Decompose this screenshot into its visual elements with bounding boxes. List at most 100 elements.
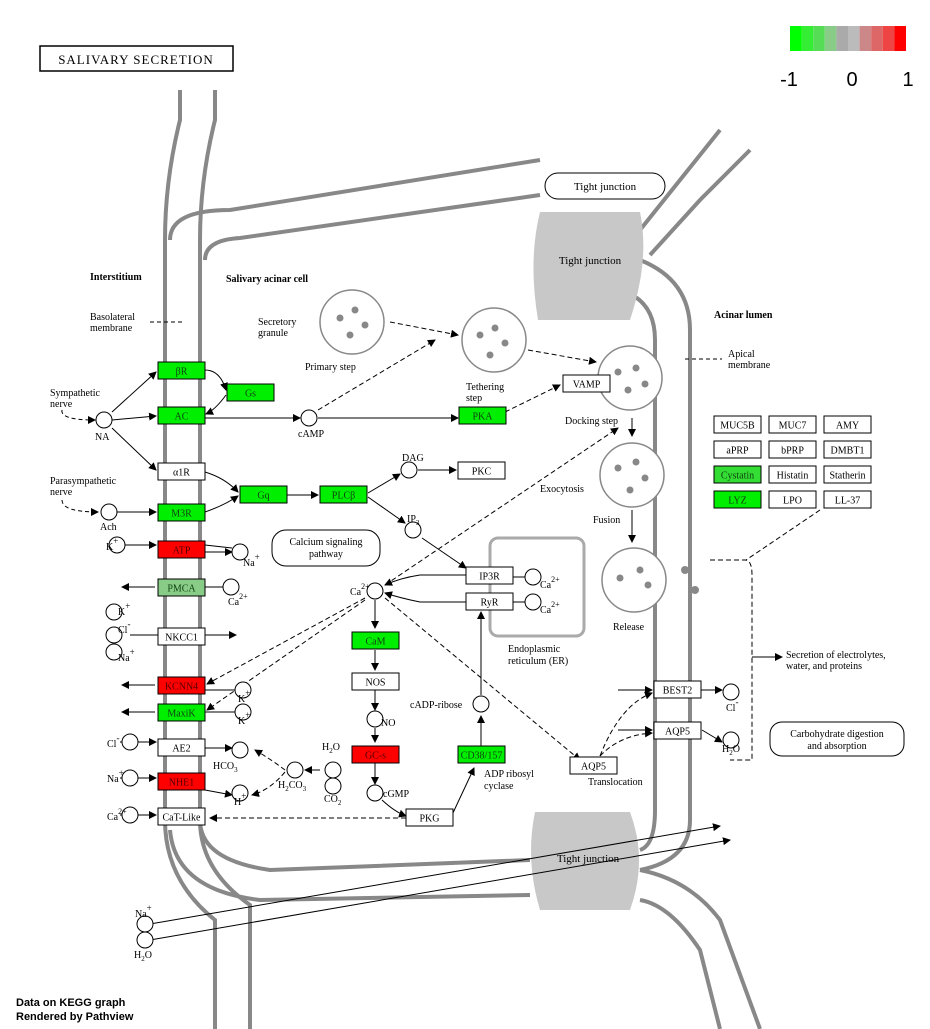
compound-cadp-ribose xyxy=(472,695,490,713)
gene-box-histatin[interactable] xyxy=(768,465,817,484)
gene-ae2[interactable]: AE2 xyxy=(157,738,206,757)
gene-pkg[interactable]: PKG xyxy=(405,808,454,827)
gene-statherin[interactable]: Statherin xyxy=(823,465,872,484)
region-interstitium: Interstitium xyxy=(90,272,142,283)
gene-lyz[interactable]: LYZ xyxy=(713,490,762,509)
er-compartment xyxy=(488,536,586,638)
gene-catlike[interactable]: CaT-Like xyxy=(157,807,206,826)
svg-text:cGMP: cGMP xyxy=(383,789,410,800)
gene-gq[interactable]: Gq xyxy=(239,485,288,504)
gene-label-cam: CaM xyxy=(366,637,386,648)
gene-box-bprp[interactable] xyxy=(768,440,817,459)
carbohydrate-digestion-pathway-box[interactable]: Carbohydrate digestion and absorption xyxy=(769,721,905,757)
gene-box-maxik[interactable] xyxy=(157,703,206,722)
gene-dmbt1[interactable]: DMBT1 xyxy=(823,440,872,459)
tight-junction-pathway-box[interactable]: Tight junction xyxy=(544,172,666,200)
gene-best2[interactable]: BEST2 xyxy=(653,680,702,699)
gene-box-ae2[interactable] xyxy=(157,738,206,757)
gene-box-aqp5a[interactable] xyxy=(653,721,702,740)
gene-label-nos: NOS xyxy=(365,678,385,689)
calcium-pathway-label-2: pathway xyxy=(309,549,343,560)
gene-maxik[interactable]: MaxiK xyxy=(157,703,206,722)
gene-nhe1[interactable]: NHE1 xyxy=(157,772,206,791)
gene-pka[interactable]: PKA xyxy=(458,406,507,425)
gene-label-lyz: LYZ xyxy=(728,496,746,507)
gene-aprp[interactable]: aPRP xyxy=(713,440,762,459)
gene-pkc[interactable]: PKC xyxy=(457,461,506,480)
gene-box-cd38[interactable] xyxy=(457,745,506,764)
gene-box-m3r[interactable] xyxy=(157,503,206,522)
gene-box-vamp[interactable] xyxy=(562,374,611,393)
svg-text:Na+: Na+ xyxy=(107,768,124,785)
gene-box-pkc[interactable] xyxy=(457,461,506,480)
gene-cystatin[interactable]: Cystatin xyxy=(713,465,762,484)
gene-box-nhe1[interactable] xyxy=(157,772,206,791)
gene-box-ll37[interactable] xyxy=(823,490,872,509)
calcium-signaling-pathway-box[interactable]: Calcium signaling pathway xyxy=(271,529,381,567)
gene-box-amy[interactable] xyxy=(823,415,872,434)
gene-box-dmbt1[interactable] xyxy=(823,440,872,459)
legend-swatch xyxy=(882,26,895,51)
gene-ll37[interactable]: LL-37 xyxy=(823,490,872,509)
gene-box-ip3r[interactable] xyxy=(465,566,514,585)
gene-bprp[interactable]: bPRP xyxy=(768,440,817,459)
gene-box-pmca[interactable] xyxy=(157,578,206,597)
gene-lpo[interactable]: LPO xyxy=(768,490,817,509)
gene-box-nos[interactable] xyxy=(351,672,400,691)
er-label: Endoplasmic xyxy=(508,644,561,655)
gene-box-plcb[interactable] xyxy=(319,485,368,504)
gene-pmca[interactable]: PMCA xyxy=(157,578,206,597)
gene-label-aqp5b: AQP5 xyxy=(581,762,606,773)
gene-box-cam[interactable] xyxy=(351,631,400,650)
gene-a1r[interactable]: α1R xyxy=(157,462,206,481)
gene-ac[interactable]: AC xyxy=(157,406,206,425)
gene-box-gq[interactable] xyxy=(239,485,288,504)
gene-box-muc5b[interactable] xyxy=(713,415,762,434)
gene-histatin[interactable]: Histatin xyxy=(768,465,817,484)
gene-box-lpo[interactable] xyxy=(768,490,817,509)
gene-box-ac[interactable] xyxy=(157,406,206,425)
gene-aqp5b[interactable]: AQP5 xyxy=(569,756,618,775)
gene-vamp[interactable]: VAMP xyxy=(562,374,611,393)
gene-br[interactable]: βR xyxy=(157,361,206,380)
gene-label-muc7: MUC7 xyxy=(779,421,807,432)
gene-amy[interactable]: AMY xyxy=(823,415,872,434)
gene-box-pkg[interactable] xyxy=(405,808,454,827)
gene-label-lpo: LPO xyxy=(783,496,802,507)
gene-box-best2[interactable] xyxy=(653,680,702,699)
gene-gs[interactable]: Gs xyxy=(226,383,275,402)
gene-m3r[interactable]: M3R xyxy=(157,503,206,522)
gene-box-ryr[interactable] xyxy=(465,592,514,611)
gene-nos[interactable]: NOS xyxy=(351,672,400,691)
gene-box-br[interactable] xyxy=(157,361,206,380)
gene-nkcc1[interactable]: NKCC1 xyxy=(157,627,206,646)
gene-aqp5a[interactable]: AQP5 xyxy=(653,721,702,740)
gene-box-pka[interactable] xyxy=(458,406,507,425)
gene-box-gcs[interactable] xyxy=(351,745,400,764)
gene-box-catlike[interactable] xyxy=(157,807,206,826)
gene-muc7[interactable]: MUC7 xyxy=(768,415,817,434)
gene-box-kcnn4[interactable] xyxy=(157,676,206,695)
gene-box-atp[interactable] xyxy=(157,540,206,559)
gene-box-aqp5b[interactable] xyxy=(569,756,618,775)
gene-cam[interactable]: CaM xyxy=(351,631,400,650)
svg-text:K+: K+ xyxy=(118,601,130,618)
gene-atp[interactable]: ATP xyxy=(157,540,206,559)
svg-text:H2CO3: H2CO3 xyxy=(278,780,307,793)
gene-gcs[interactable]: GC-s xyxy=(351,745,400,764)
gene-kcnn4[interactable]: KCNN4 xyxy=(157,676,206,695)
gene-box-cystatin[interactable] xyxy=(713,465,762,484)
gene-box-lyz[interactable] xyxy=(713,490,762,509)
gene-box-gs[interactable] xyxy=(226,383,275,402)
svg-text:Na+: Na+ xyxy=(135,903,152,920)
gene-ryr[interactable]: RyR xyxy=(465,592,514,611)
gene-box-nkcc1[interactable] xyxy=(157,627,206,646)
gene-ip3r[interactable]: IP3R xyxy=(465,566,514,585)
gene-box-statherin[interactable] xyxy=(823,465,872,484)
gene-box-a1r[interactable] xyxy=(157,462,206,481)
gene-muc5b[interactable]: MUC5B xyxy=(713,415,762,434)
gene-cd38[interactable]: CD38/157 xyxy=(457,745,506,764)
gene-box-muc7[interactable] xyxy=(768,415,817,434)
gene-plcb[interactable]: PLCβ xyxy=(319,485,368,504)
gene-box-aprp[interactable] xyxy=(713,440,762,459)
